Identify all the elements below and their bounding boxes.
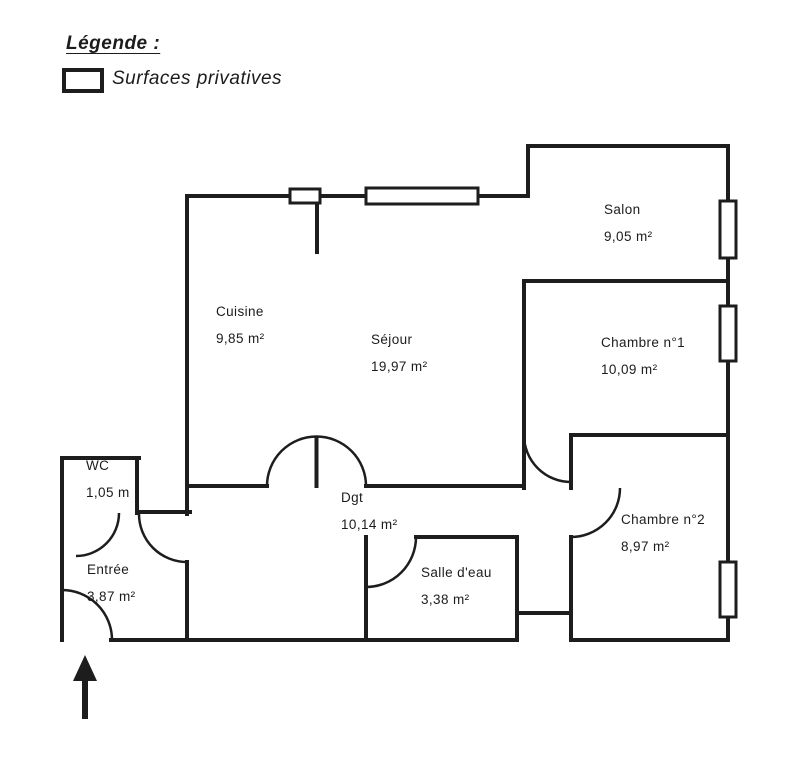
room-area: 3,87 m²: [87, 588, 136, 604]
room-label-wc: WC 1,05 m: [86, 459, 130, 499]
walls: [60, 144, 730, 642]
door-arc: [570, 487, 622, 539]
door-arc: [61, 588, 114, 641]
room-area: 10,09 m²: [601, 361, 658, 377]
room-name: Séjour: [371, 332, 413, 347]
door-symbols: [61, 434, 622, 641]
room-area: 3,38 m²: [421, 591, 470, 607]
room-label-salon: Salon 9,05 m²: [604, 203, 653, 243]
room-label-cuisine: Cuisine 9,85 m²: [216, 305, 265, 345]
legend-item-label: Surfaces privatives: [112, 68, 283, 89]
room-name: Salon: [604, 202, 641, 217]
window-symbol: [718, 304, 738, 363]
legend-title: Légende :: [66, 33, 161, 54]
room-name: WC: [86, 458, 110, 473]
room-label-dgt: Dgt 10,14 m²: [341, 491, 397, 531]
room-label-chambre-1: Chambre n°1 10,09 m²: [601, 336, 685, 376]
room-label-sejour: Séjour 19,97 m²: [371, 333, 427, 373]
room-name: Cuisine: [216, 304, 264, 319]
window-symbols: [288, 186, 738, 619]
window-symbol: [364, 186, 480, 206]
room-label-salle-deau: Salle d'eau 3,38 m²: [421, 566, 492, 606]
room-area: 10,14 m²: [341, 516, 398, 532]
room-area: 9,05 m²: [604, 228, 653, 244]
window-symbol: [288, 187, 322, 205]
room-name: Chambre n°1: [601, 335, 686, 350]
room-area: 8,97 m²: [621, 538, 670, 554]
door-arc: [522, 434, 572, 484]
room-name: Chambre n°2: [621, 512, 706, 527]
room-name: Dgt: [341, 490, 364, 505]
entrance-arrow-icon: [73, 655, 97, 719]
room-area: 1,05 m: [86, 484, 130, 500]
door-arc: [137, 513, 188, 564]
room-area: 19,97 m²: [371, 358, 428, 374]
room-label-entree: Entrée 3,87 m²: [87, 563, 136, 603]
room-label-chambre-2: Chambre n°2 8,97 m²: [621, 513, 705, 553]
window-symbol: [718, 199, 738, 260]
door-arc: [75, 512, 121, 558]
door-arc: [365, 536, 418, 589]
room-area: 9,85 m²: [216, 330, 265, 346]
legend-swatch: [62, 68, 104, 93]
window-symbol: [718, 560, 738, 619]
room-name: Salle d'eau: [421, 565, 492, 580]
room-name: Entrée: [87, 562, 130, 577]
